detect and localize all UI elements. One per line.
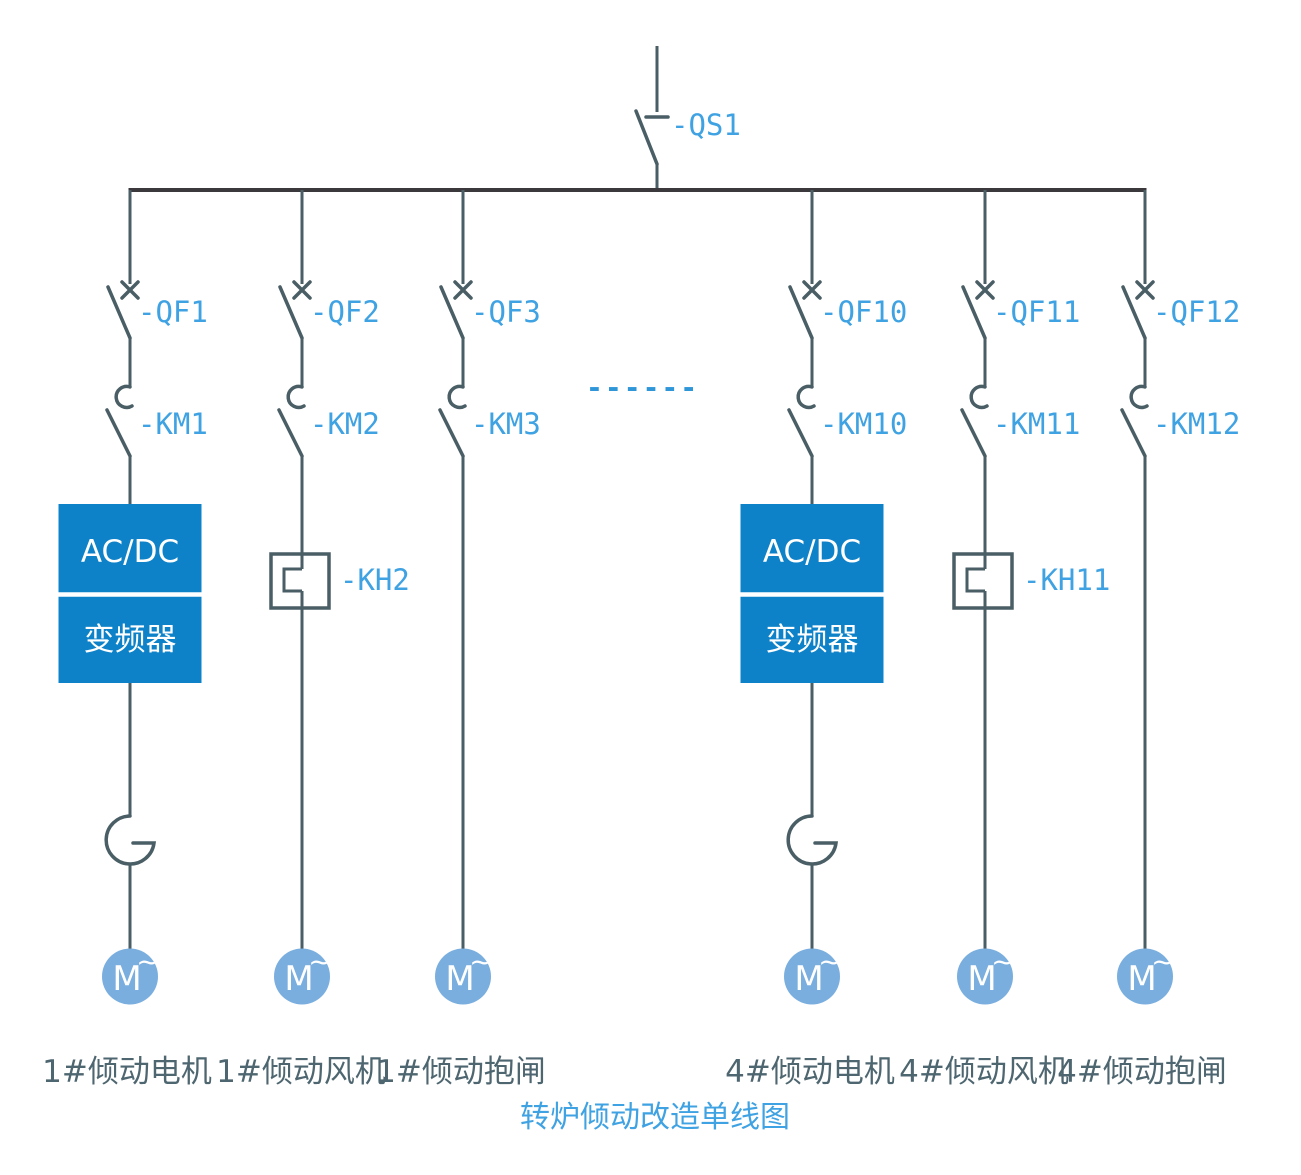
vfd-label-converter: 变频器 [766,622,859,658]
vfd-label-acdc: AC/DC [763,534,861,570]
breaker-symbol [439,280,473,340]
motor-circle [784,948,840,1005]
branch-2-tilt-fan: -QF2 -KM2 -KH2 M ~ 1#倾动风机 [216,190,410,1090]
continuation-dots: ------ [586,371,699,404]
motor-letter: M [1127,959,1156,999]
contactor-label: -KM1 [138,407,208,441]
breaker-label: -QF11 [993,295,1080,329]
breaker-x-icon [802,280,822,300]
motor-circle [102,948,158,1005]
contactor-symbol [105,384,134,458]
brake-symbol [104,814,156,866]
motor-tilde: ~ [1151,945,1174,978]
thermal-relay-box [952,552,1014,610]
qs1-label: -QS1 [671,108,741,142]
contactor-arc [447,384,467,410]
breaker-blade [106,285,132,340]
motor-circle [435,948,491,1005]
contactor-arc [286,384,306,410]
diagram-title: 转炉倾动改造单线图 [520,1100,790,1135]
breaker-label: -QF12 [1153,295,1240,329]
breaker-x-icon [453,280,473,300]
breaker-label: -QF2 [310,295,380,329]
breaker-label: -QF10 [820,295,907,329]
contactor-arc [969,384,989,410]
breaker-blade [439,285,465,340]
contactor-symbol [960,384,989,458]
motor-circle [957,948,1013,1005]
branch-4-tilt-motor: -QF10 -KM10 AC/DC 变频器 M ~ 4#倾动电机 [725,190,907,1090]
motor-letter: M [112,959,141,999]
breaker-symbol [1121,280,1155,340]
motor-circle [1117,948,1173,1005]
branch-caption: 4#倾动抱闸 [1057,1054,1227,1090]
branch-1-tilt-motor: -QF1 -KM1 AC/DC 变频器 M ~ 1#倾动电机 [42,190,212,1090]
breaker-symbol [788,280,822,340]
breaker-x-icon [1135,280,1155,300]
breaker-symbol [961,280,995,340]
brake-symbol [786,814,838,866]
branch-3-tilt-brake: -QF3 -KM3 M ~ 1#倾动抱闸 [376,190,546,1090]
breaker-blade [278,285,304,340]
branch-caption: 1#倾动抱闸 [376,1054,546,1090]
motor-tilde: ~ [818,945,841,978]
thermal-heater-notch [282,567,302,593]
contactor-arc [114,384,134,410]
motor-letter: M [794,959,823,999]
breaker-label: -QF1 [138,295,208,329]
motor-letter: M [445,959,474,999]
motor-tilde: ~ [991,945,1014,978]
contactor-symbol [787,384,816,458]
vfd-label-acdc: AC/DC [81,534,179,570]
thermal-relay-box [269,552,331,610]
motor-circle [274,948,330,1005]
motor-letter: M [284,959,313,999]
breaker-x-icon [120,280,140,300]
breaker-x-icon [292,280,312,300]
contactor-symbol [277,384,306,458]
motor-tilde: ~ [308,945,331,978]
motor-tilde: ~ [469,945,492,978]
contactor-arc [796,384,816,410]
branch-caption: 4#倾动电机 [725,1054,895,1090]
breaker-symbol [278,280,312,340]
contactor-symbol [438,384,467,458]
contactor-blade [105,408,132,458]
contactor-label: -KM11 [993,407,1080,441]
incoming-switch-qs1: -QS1 [634,46,741,191]
breaker-blade [961,285,987,340]
breaker-label: -QF3 [471,295,541,329]
breaker-symbol [106,280,140,340]
contactor-label: -KM3 [471,407,541,441]
contactor-blade [787,408,814,458]
contactor-label: -KM12 [1153,407,1240,441]
breaker-x-icon [975,280,995,300]
motor-letter: M [967,959,996,999]
thermal-heater-notch [965,567,985,593]
breaker-blade [1121,285,1147,340]
contactor-blade [960,408,987,458]
branch-5-tilt-fan: -QF11 -KM11 -KH11 M ~ 4#倾动风机 [899,190,1110,1090]
motor-tilde: ~ [136,945,159,978]
contactor-symbol [1120,384,1149,458]
thermal-relay-label: -KH2 [340,563,410,597]
branch-caption: 1#倾动电机 [42,1054,212,1090]
contactor-label: -KM10 [820,407,907,441]
thermal-relay-label: -KH11 [1023,563,1110,597]
contactor-blade [1120,408,1147,458]
disconnect-blade [634,109,659,166]
breaker-blade [788,285,814,340]
vfd-label-converter: 变频器 [84,622,177,658]
branch-6-tilt-brake: -QF12 -KM12 M ~ 4#倾动抱闸 [1057,190,1240,1090]
contactor-blade [277,408,304,458]
branch-caption: 1#倾动风机 [216,1054,386,1090]
contactor-blade [438,408,465,458]
contactor-arc [1129,384,1149,410]
contactor-label: -KM2 [310,407,380,441]
branch-caption: 4#倾动风机 [899,1054,1069,1090]
